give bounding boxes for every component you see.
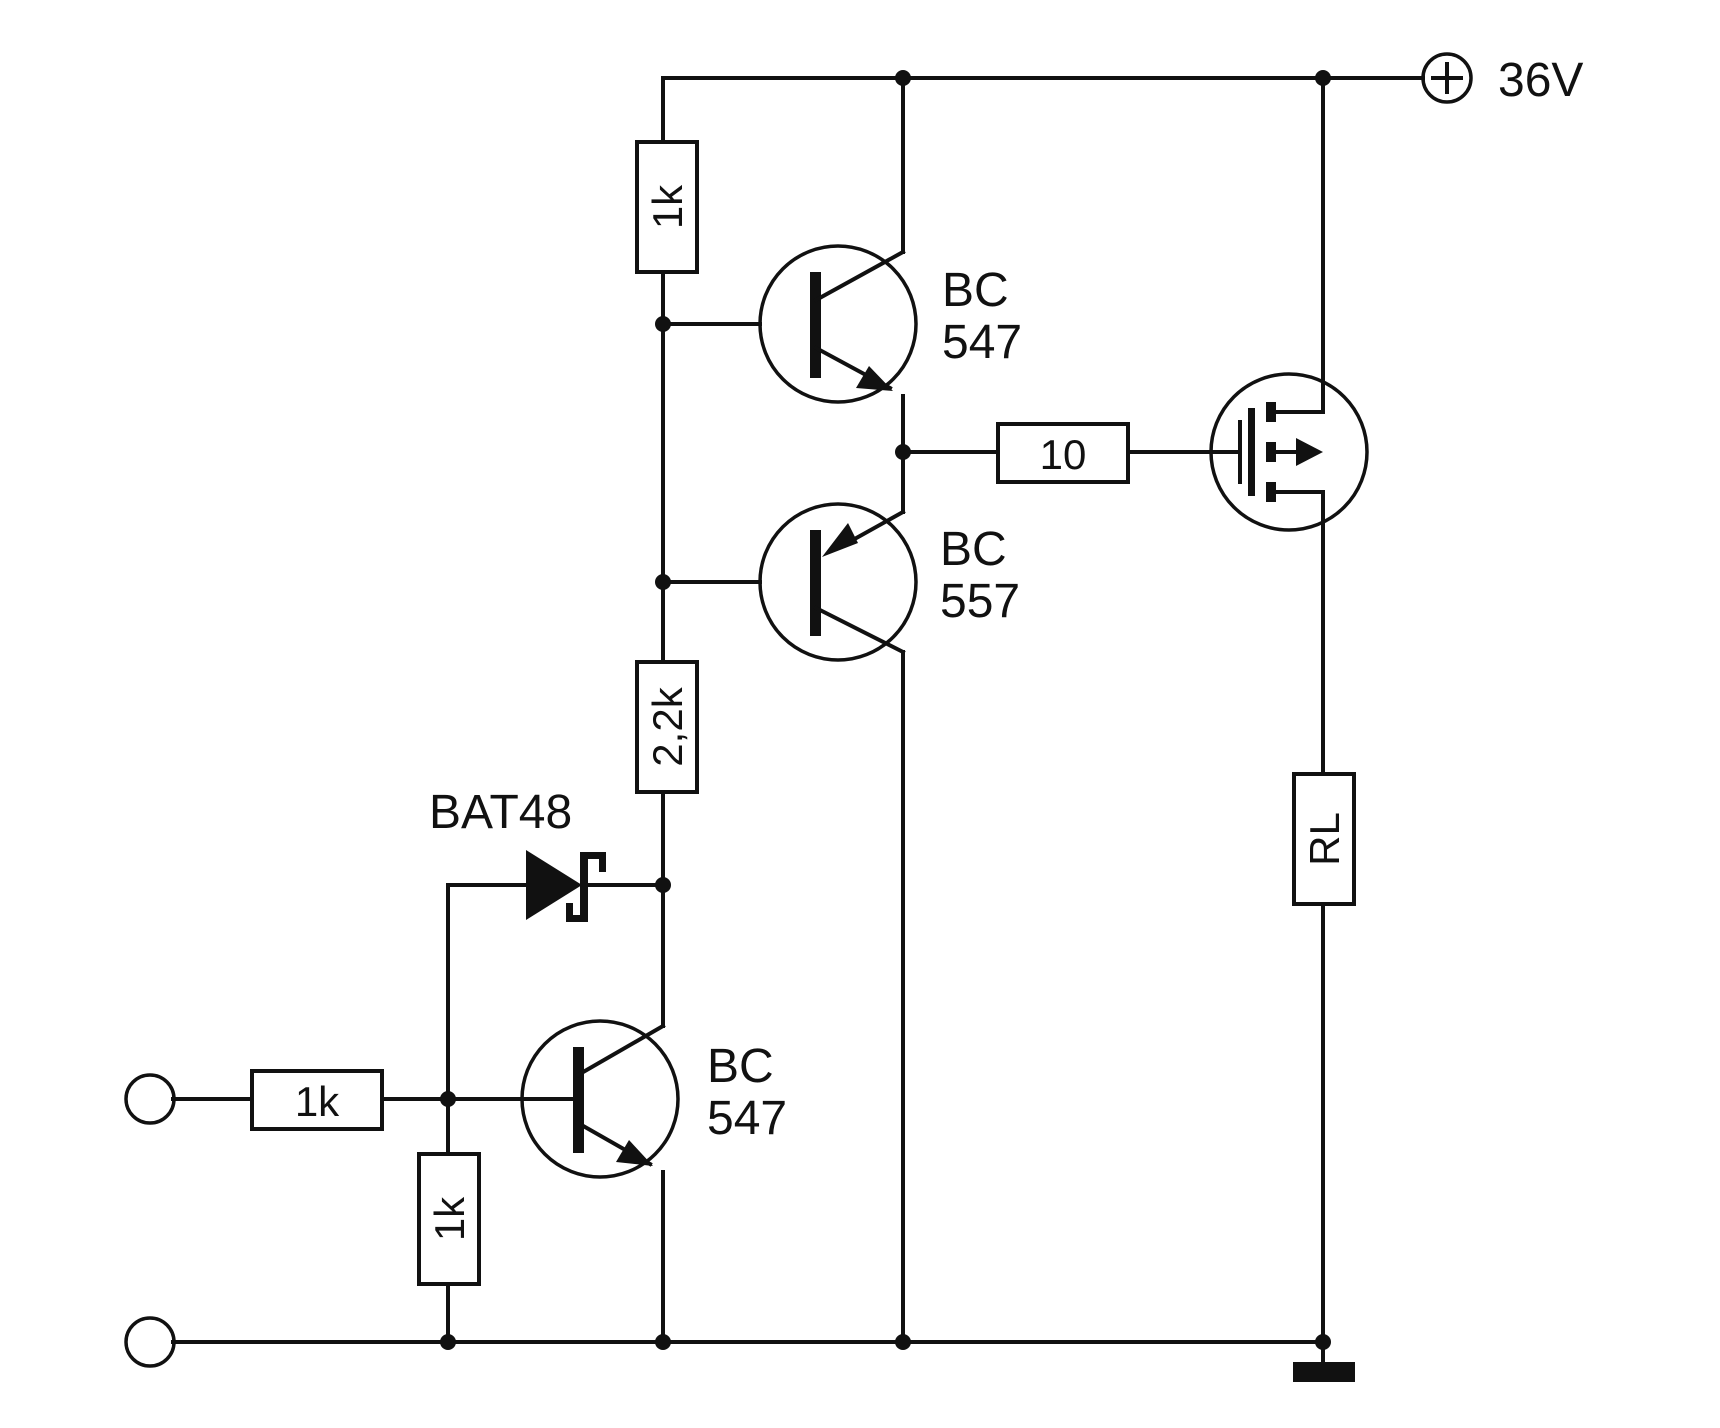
resistor-input: 1k (250, 1069, 384, 1131)
transistor-top-number: 547 (942, 316, 1022, 369)
transistor-top-npn (758, 244, 918, 404)
emitter-arrow (856, 366, 893, 391)
transistor-bottom-npn (520, 1019, 680, 1179)
resistor-load: RL (1292, 772, 1356, 906)
transistor-bottom-number: 547 (707, 1092, 787, 1145)
transistor-top-type: BC (942, 264, 1009, 317)
junctions (440, 70, 1331, 1350)
wire-diode-left (446, 883, 532, 1101)
junction-dot (1315, 1334, 1331, 1350)
transistor-bottom-type: BC (707, 1040, 774, 1093)
resistor-collector: 2,2k (635, 660, 699, 794)
resistor-base-top: 1k (635, 140, 699, 274)
input-terminal (124, 1073, 176, 1125)
emitter-arrow (822, 523, 858, 557)
junction-dot (655, 316, 671, 332)
ground-symbol (1293, 1362, 1355, 1382)
junction-dot (1315, 70, 1331, 86)
diode-bat48 (526, 850, 606, 922)
junction-dot (655, 574, 671, 590)
resistor-gate: 10 (996, 422, 1130, 484)
mosfet (1209, 372, 1369, 532)
resistor-label: 10 (1040, 431, 1087, 478)
resistor-label: 2,2k (644, 686, 691, 766)
transistor-mid-type: BC (940, 523, 1007, 576)
junction-dot (440, 1334, 456, 1350)
resistor-label: 1k (644, 184, 691, 229)
resistor-label: 1k (426, 1196, 473, 1241)
junction-dot (655, 877, 671, 893)
transistor-mid-pnp (758, 502, 918, 662)
transistor-mid-number: 557 (940, 575, 1020, 628)
supply-terminal (1421, 52, 1473, 104)
wires (171, 76, 1425, 1364)
junction-dot (895, 70, 911, 86)
resistor-pulldown: 1k (417, 1152, 481, 1286)
junction-dot (895, 444, 911, 460)
junction-dot (655, 1334, 671, 1350)
supply-voltage-label: 36V (1498, 54, 1583, 107)
emitter-arrow (616, 1140, 653, 1166)
diode-label: BAT48 (429, 786, 572, 839)
resistor-label: 1k (295, 1078, 340, 1125)
junction-dot (895, 1334, 911, 1350)
resistor-label: RL (1301, 812, 1348, 866)
diode-triangle (526, 850, 582, 920)
junction-dot (440, 1091, 456, 1107)
ground-terminal (124, 1316, 176, 1368)
mosfet-arrow (1296, 438, 1323, 466)
